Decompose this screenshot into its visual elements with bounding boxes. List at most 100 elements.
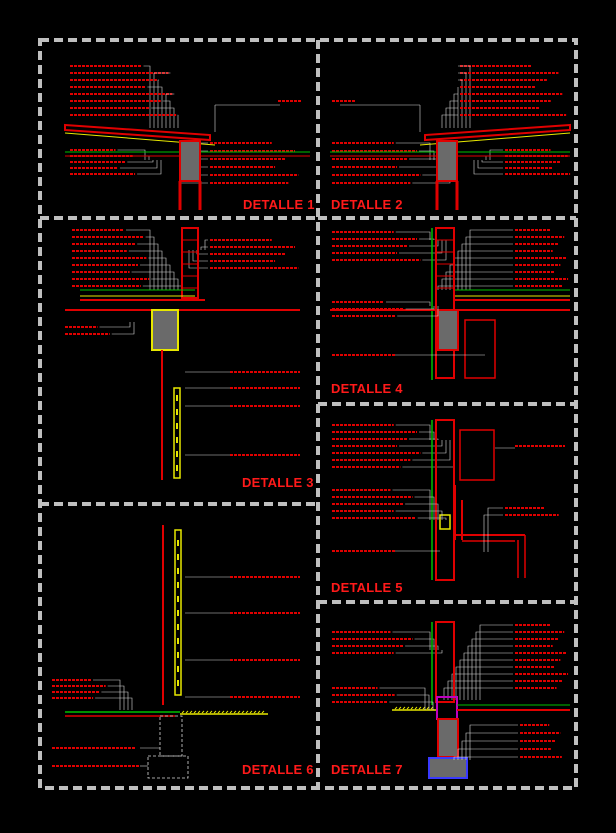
leader-line [135,156,149,160]
window-mark [176,437,178,443]
concrete-beam [152,310,178,350]
leader-line [470,725,518,760]
foundation-outline [160,716,182,756]
cad-line [210,711,212,713]
leader-line [151,108,174,128]
leader-line [412,440,450,460]
leader-line [386,302,430,306]
leader-line [144,66,151,128]
footing [429,758,467,778]
cad-line [258,711,260,713]
leader-line [454,94,458,128]
cad-line [399,707,401,709]
cad-line [214,711,216,713]
window-mark [177,568,179,574]
cad-line [230,711,232,713]
leader-line [406,306,434,309]
window-mark [177,624,179,630]
leader-line [422,240,446,260]
leader-line [409,240,438,246]
leader-line [201,247,208,250]
cad-line [182,711,184,713]
cad-line [262,711,264,713]
cad-line [395,707,397,709]
cad-line [250,711,252,713]
leader-line [446,272,513,290]
concrete-foundation [438,719,458,757]
brick-wall [436,420,454,580]
leader-line [205,240,208,250]
window-mark [177,680,179,686]
leader-line [409,159,438,160]
leader-line [484,515,503,552]
window-frame [460,430,494,480]
leader-line [482,160,503,162]
sill-block [440,515,450,529]
cad-line [403,707,405,709]
leader-line [415,497,434,520]
window-frame [465,320,495,378]
cad-line [238,711,240,713]
cad-line [242,711,244,713]
window-mark [177,540,179,546]
leader-line [143,286,182,290]
leader-line [488,508,503,552]
window-mark [177,638,179,644]
window-mark [177,596,179,602]
leader-line [452,674,513,700]
leader-line [446,108,458,128]
detail-6-label: DETALLE 6 [242,762,314,777]
cad-line [411,707,413,709]
leader-line [458,66,470,128]
concrete-beam [438,310,458,350]
cad-line [194,711,196,713]
cad-line [415,707,417,709]
detail-3-label: DETALLE 3 [242,475,314,490]
leader-line [100,322,131,327]
cad-line [202,711,204,713]
cad-line [226,711,228,713]
detail-5-label: DETALLE 5 [331,580,403,595]
window-mark [177,652,179,658]
window-mark [176,451,178,457]
leader-line [456,667,513,700]
leader-line [409,439,438,440]
window-mark [177,666,179,672]
concrete-beam [437,141,457,181]
leader-line [93,680,120,710]
cad-line [246,711,248,713]
leader-line [466,237,513,290]
roof-slope [65,125,210,140]
roof-slope [425,125,570,140]
detail-4-label: DETALLE 4 [331,381,403,396]
window-mark [176,465,178,471]
leader-line [480,625,513,700]
cad-line [234,711,236,713]
window-mark [176,395,178,401]
window-mark [177,582,179,588]
footing-outline [148,756,188,778]
detail-1-label: DETALLE 1 [243,197,315,212]
cad-line [218,711,220,713]
cad-line [190,711,192,713]
window-mark [176,423,178,429]
cad-line [198,711,200,713]
leader-line [393,632,431,650]
cad-line [419,707,421,709]
leader-line [126,230,150,290]
leader-line [476,632,513,700]
leader-line [470,230,513,290]
leader-line [415,639,434,650]
leader-line [399,160,442,167]
brick-wall [436,622,454,702]
cad-line [186,711,188,713]
detail-2-label: DETALLE 2 [331,197,403,212]
leader-line [466,733,518,760]
cad-line [407,707,409,709]
window-mark [177,554,179,560]
leader-line [405,646,438,650]
leader-line [422,440,446,453]
leader-line [468,646,513,700]
